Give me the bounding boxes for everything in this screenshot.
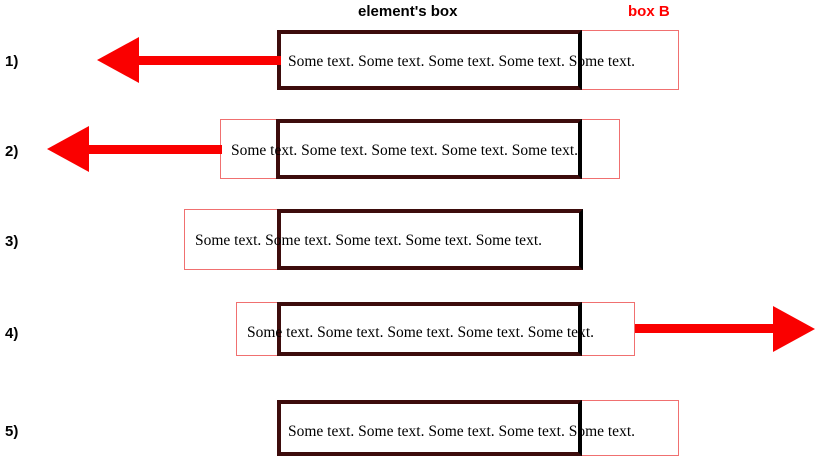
row-text-2: Some text. Some text. Some text. Some te… [231,142,578,159]
row-label-3: 3) [5,233,19,250]
row-text-5: Some text. Some text. Some text. Some te… [288,423,635,440]
row-label-1: 1) [5,53,19,70]
row-text-4: Some text. Some text. Some text. Some te… [247,324,594,341]
arrow-shaft-row-1 [136,56,281,65]
element-box-row-5 [277,400,582,456]
arrow-shaft-row-4 [635,324,777,333]
element-box-row-3 [277,209,583,270]
arrow-shaft-row-2 [86,145,222,154]
row-text-1: Some text. Some text. Some text. Some te… [288,53,635,70]
arrow-head-right-row-4 [773,306,815,352]
element-box-row-2 [276,119,582,179]
element-box-row-4 [277,302,582,356]
row-label-4: 4) [5,325,19,342]
box-b-caption: box B [628,3,670,20]
row-label-2: 2) [5,143,19,160]
arrow-head-left-row-2 [47,126,89,172]
arrow-head-left-row-1 [97,37,139,83]
row-text-3: Some text. Some text. Some text. Some te… [195,232,542,249]
element-box-caption: element's box [358,3,458,20]
row-label-5: 5) [5,423,19,440]
